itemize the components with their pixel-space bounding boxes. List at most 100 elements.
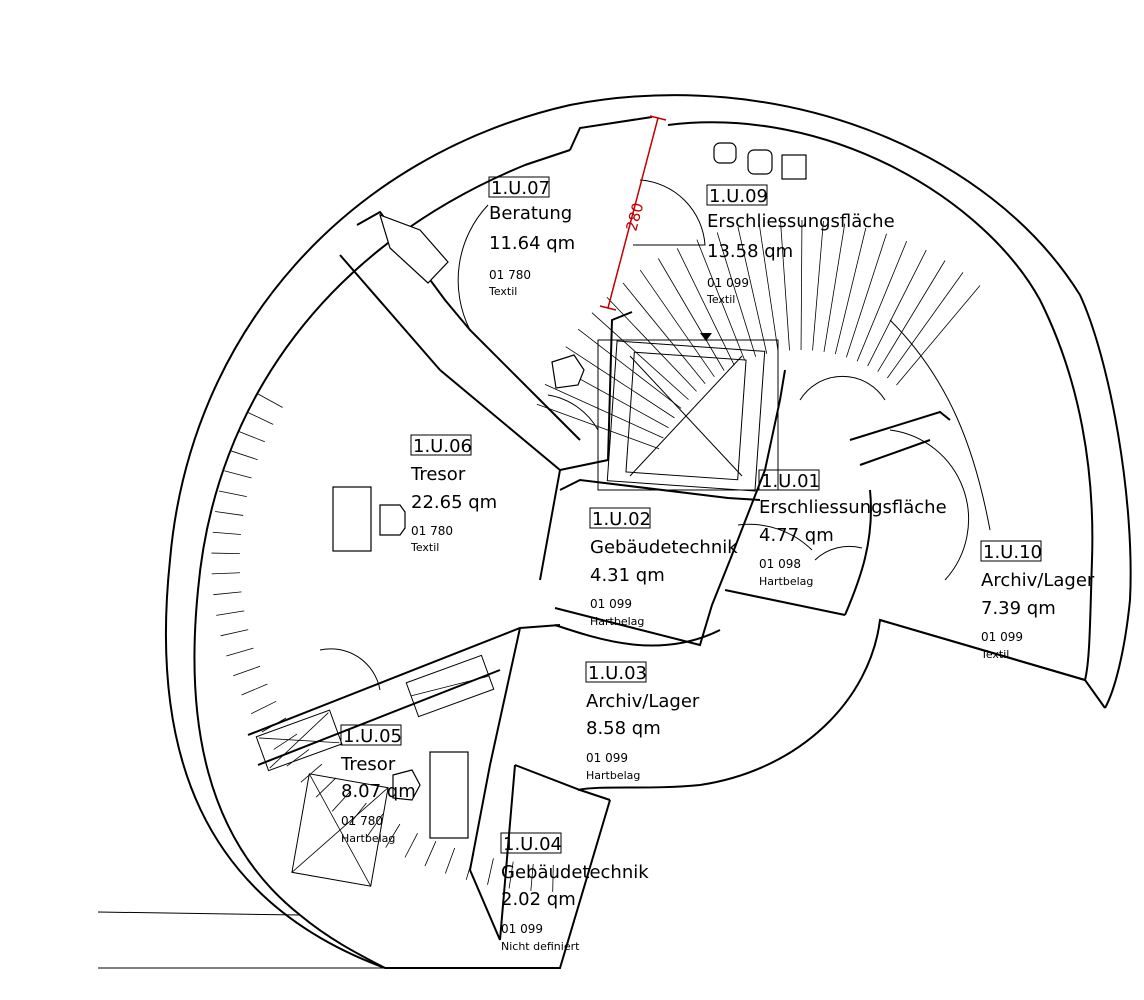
stair-tread <box>591 312 689 400</box>
shelf-divider <box>404 833 418 858</box>
room-name: Erschliessungsfläche <box>759 497 947 518</box>
stair-tread <box>845 233 887 358</box>
shelf-divider <box>315 777 337 798</box>
dimension-280: 280 <box>599 115 667 311</box>
shelf-divider <box>300 763 323 783</box>
shelf-divider <box>226 647 254 657</box>
shelf-divider <box>465 853 475 880</box>
room-area: 8.07 qm <box>341 781 416 802</box>
shelf-divider <box>424 841 437 867</box>
room-label: 1.U.02 Gebäudetechnik 4.31 qm 01 099 Har… <box>589 507 738 628</box>
stair-tread <box>676 248 735 366</box>
shelf-divider <box>241 683 268 696</box>
stair-tread <box>896 285 981 386</box>
shelf-divider <box>211 572 241 575</box>
room-name: Tresor <box>410 464 466 485</box>
cabinet-icon <box>379 214 449 284</box>
room-code: 01 780 <box>411 524 453 538</box>
shelf-divider <box>257 393 283 408</box>
room-id: 1.U.05 <box>343 726 402 747</box>
stair-tread <box>834 227 867 355</box>
room-name: Gebäudetechnik <box>501 862 649 883</box>
shelf-divider <box>213 591 242 596</box>
stair-tread <box>877 260 946 372</box>
shelf-divider <box>552 864 554 892</box>
shelf-divider <box>331 790 352 812</box>
room-label: 1.U.01 Erschliessungsfläche 4.77 qm 01 0… <box>758 469 947 588</box>
stair-tread <box>577 328 682 409</box>
room-floor: Hartbelag <box>590 615 644 628</box>
room-code: 01 099 <box>981 630 1023 644</box>
shelf-divider <box>286 749 310 767</box>
stair-tread <box>867 249 927 367</box>
stair-tread <box>696 239 746 361</box>
stair-tread <box>544 383 664 439</box>
room-label: 1.U.04 Gebäudetechnik 2.02 qm 01 099 Nic… <box>500 832 649 953</box>
stair-tread <box>856 240 908 362</box>
room-label: 1.U.10 Archiv/Lager 7.39 qm 01 099 Texti… <box>980 540 1095 661</box>
room-area: 4.77 qm <box>759 525 834 546</box>
room-code: 01 780 <box>489 268 531 282</box>
shelf-divider <box>273 733 298 750</box>
room-code: 01 099 <box>707 276 749 290</box>
shelf-divider <box>444 847 456 874</box>
room-floor: Textil <box>706 293 735 306</box>
room-id: 1.U.04 <box>503 834 562 855</box>
stair-tread <box>716 232 757 357</box>
stair-tread <box>737 226 768 354</box>
room-area: 13.58 qm <box>707 241 793 262</box>
shelf-divider <box>508 861 514 889</box>
elevator-shaft <box>597 333 779 492</box>
room-area: 11.64 qm <box>489 233 575 254</box>
stair-tread <box>536 403 660 450</box>
shelf-divider <box>366 813 384 837</box>
room-label: 1.U.09 Erschliessungsfläche 13.58 qm 01 … <box>706 184 895 306</box>
chair-icon <box>551 354 585 389</box>
room-id: 1.U.10 <box>983 542 1042 563</box>
shelf-divider <box>238 430 265 443</box>
shelf-divider <box>348 802 367 825</box>
room-floor: Textil <box>980 648 1009 661</box>
stair-tread <box>758 222 779 352</box>
shelf-divider <box>218 490 247 497</box>
shelf-divider <box>487 858 494 885</box>
stair-tread <box>622 282 706 385</box>
room-area: 7.39 qm <box>981 598 1056 619</box>
staircase <box>536 220 991 531</box>
shelf-divider <box>212 531 241 535</box>
shelf-divider <box>215 511 244 516</box>
room-name: Erschliessungsfläche <box>707 211 895 232</box>
room-code: 01 099 <box>590 597 632 611</box>
shelving <box>211 393 554 892</box>
room-label: 1.U.05 Tresor 8.07 qm 01 780 Hartbelag <box>340 724 416 845</box>
room-code: 01 098 <box>759 557 801 571</box>
room-floor: Hartbelag <box>759 575 813 588</box>
room-name: Archiv/Lager <box>586 691 700 712</box>
stair-tread <box>780 220 790 351</box>
shelf-divider <box>233 665 260 677</box>
chair-icon <box>379 504 406 536</box>
room-label: 1.U.06 Tresor 22.65 qm 01 780 Textil <box>410 434 497 554</box>
room-id: 1.U.07 <box>491 178 550 199</box>
room-floor: Hartbelag <box>586 769 640 782</box>
shelf-divider <box>261 717 287 733</box>
room-area: 8.58 qm <box>586 718 661 739</box>
stair-tread <box>606 296 697 392</box>
room-name: Archiv/Lager <box>981 570 1095 591</box>
room-area: 4.31 qm <box>590 565 665 586</box>
stair-tread <box>800 220 803 351</box>
dimension-label: 280 <box>622 201 647 233</box>
stair-tread <box>886 272 964 379</box>
doors <box>319 179 969 691</box>
room-id: 1.U.06 <box>413 436 472 457</box>
shelf-divider <box>224 470 252 479</box>
room-area: 2.02 qm <box>501 889 576 910</box>
room-code: 01 099 <box>501 922 543 936</box>
shelf-divider <box>250 700 277 715</box>
stair-tread <box>657 258 725 371</box>
stair-tread <box>639 269 715 378</box>
room-floor: Textil <box>488 285 517 298</box>
shelf-divider <box>230 450 258 461</box>
room-id: 1.U.03 <box>588 663 647 684</box>
